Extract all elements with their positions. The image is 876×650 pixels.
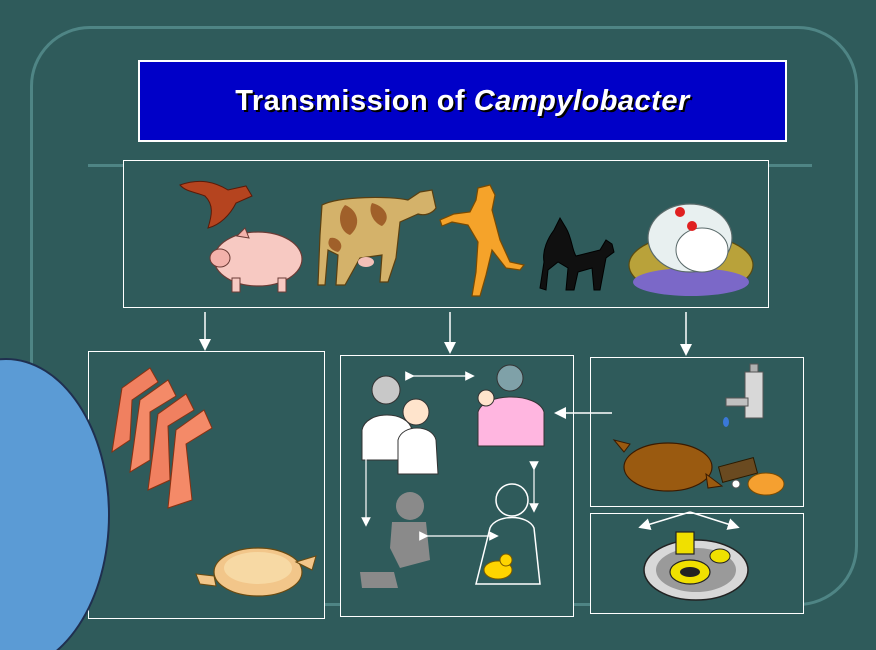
- dog-icon: [440, 185, 524, 296]
- plate-cups-icon: [644, 532, 748, 600]
- baby-duck-toy-icon: [476, 484, 540, 584]
- chicken-nest-icon: [629, 204, 753, 296]
- duck-icon: [180, 181, 252, 228]
- mother-baby-icon: [478, 365, 544, 446]
- raw-meat-icon: [112, 368, 212, 508]
- cow-icon: [318, 190, 436, 285]
- grandparent-child-icon: [362, 376, 438, 474]
- raw-chicken-icon: [196, 548, 316, 596]
- arrow-plate-right: [690, 512, 734, 526]
- pig-icon: [210, 228, 302, 292]
- chicken-leg-icon: [719, 458, 784, 495]
- water-tap-icon: [723, 364, 763, 427]
- cat-icon: [540, 218, 614, 290]
- toddler-potty-icon: [360, 492, 430, 588]
- roast-chicken-icon: [614, 440, 722, 491]
- arrow-plate-left: [644, 512, 690, 526]
